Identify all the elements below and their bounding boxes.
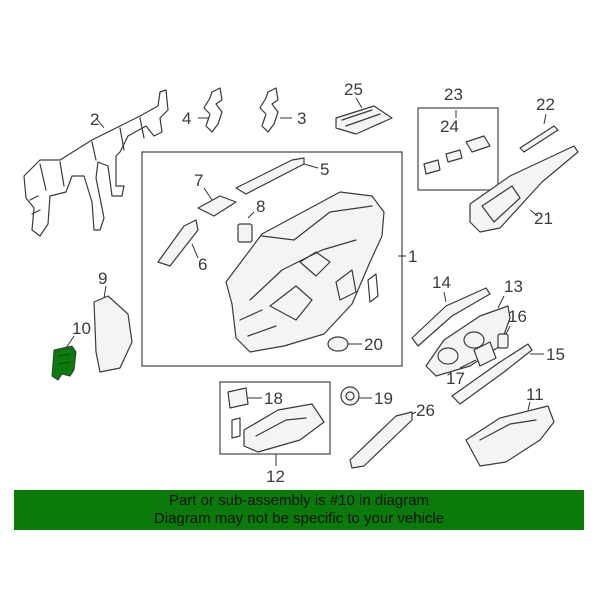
console-group-box [219, 381, 331, 455]
ring-part-19[interactable] [340, 386, 360, 406]
info-banner: Part or sub-assembly is #10 in diagram D… [14, 490, 584, 530]
knob-part-20[interactable] [327, 336, 349, 352]
callout-9: 9 [98, 269, 107, 288]
banner-line-2: Diagram may not be specific to your vehi… [153, 510, 445, 527]
button-part-16[interactable] [497, 333, 509, 349]
cluster-trim-part-14[interactable] [411, 287, 491, 347]
callout-8: 8 [256, 197, 265, 216]
callout-17: 17 [446, 369, 465, 388]
panel-part-7[interactable] [197, 195, 237, 217]
callout-23: 23 [444, 85, 463, 104]
callout-25: 25 [344, 80, 363, 99]
instrument-cluster-part-13[interactable] [425, 305, 511, 377]
switch-part-24[interactable] [423, 135, 491, 175]
callout-24: 24 [440, 117, 459, 136]
callout-26: 26 [416, 401, 435, 420]
switch-part-17[interactable] [473, 341, 497, 367]
callout-6: 6 [198, 255, 207, 274]
callout-18: 18 [264, 389, 283, 408]
side-cover-part-9[interactable] [93, 295, 133, 373]
callout-22: 22 [536, 95, 555, 114]
cap-part-8[interactable] [237, 223, 253, 243]
switch-group-box [417, 107, 499, 191]
callout-3: 3 [297, 109, 306, 128]
callout-7: 7 [194, 171, 203, 190]
callout-16: 16 [508, 307, 527, 326]
console-panel-part-12[interactable] [243, 403, 325, 453]
callout-10: 10 [72, 319, 91, 338]
dash-trim-part-21[interactable] [469, 145, 579, 233]
trim-strip-part-5[interactable] [235, 157, 305, 195]
trim-bar-part-15[interactable] [451, 343, 533, 405]
bracket-part-3[interactable] [259, 87, 279, 133]
cross-car-beam-part[interactable] [23, 89, 169, 237]
callout-4: 4 [182, 109, 191, 128]
callout-14: 14 [432, 273, 451, 292]
callout-21: 21 [534, 209, 553, 228]
callout-11: 11 [526, 385, 544, 404]
trim-strip-part-6[interactable] [157, 219, 199, 267]
callout-19: 19 [374, 389, 393, 408]
callout-15: 15 [546, 345, 565, 364]
instrument-panel-part-1[interactable] [225, 191, 385, 353]
callout-20: 20 [364, 335, 383, 354]
module-part-25[interactable] [335, 105, 393, 135]
callout-2: 2 [90, 110, 99, 129]
bracket-part-10-highlighted[interactable] [51, 345, 77, 381]
callout-1: 1 [408, 247, 417, 266]
callout-12: 12 [266, 467, 285, 486]
bracket-part-4[interactable] [203, 87, 223, 133]
callout-5: 5 [320, 160, 329, 179]
clip-part-18[interactable] [227, 387, 249, 439]
banner-line-1: Part or sub-assembly is #10 in diagram [168, 492, 430, 509]
dashboard-group-box [141, 151, 403, 367]
lower-panel-part-11[interactable] [465, 405, 555, 467]
trim-part-22[interactable] [519, 125, 559, 153]
callout-13: 13 [504, 277, 523, 296]
rail-part-26[interactable] [349, 411, 413, 469]
